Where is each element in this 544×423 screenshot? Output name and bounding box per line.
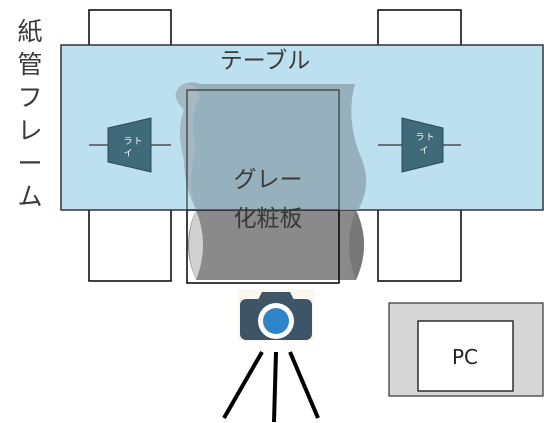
pc-label: PC (452, 345, 478, 369)
camera-icon (238, 289, 314, 341)
gray-board-upper (175, 82, 367, 210)
light-right: ラ イ ト (378, 117, 461, 173)
gray-board-curl-highlight (189, 210, 203, 280)
pc: PC (388, 302, 544, 397)
light-right-label-2: イ (419, 146, 428, 156)
light-left-label-3: ト (133, 137, 142, 147)
gray-board-lower (188, 210, 364, 280)
light-right-label-3: ト (425, 133, 434, 143)
light-left-label-2: イ (123, 149, 132, 159)
light-left-icon (107, 117, 152, 173)
tripod-icon (222, 351, 320, 423)
frame-label-char-1: 紙 (17, 17, 42, 46)
pc-screen (417, 320, 514, 392)
light-right-label-1: ラ (415, 132, 424, 143)
board-label-line1: グレー (234, 167, 303, 193)
light-right-icon (401, 117, 444, 173)
light-left-label-1: ラ (123, 136, 132, 147)
frame-label-char-2: 管 (17, 50, 42, 79)
gray-board-upper-outline (186, 89, 340, 211)
frame-label-char-4: レ (17, 116, 42, 145)
frame-label-char-3: フ (17, 83, 42, 112)
frame-label-char-5: ー (17, 149, 42, 178)
board-label-line2: 化粧板 (234, 206, 303, 232)
frame-label-char-6: ム (17, 182, 42, 211)
gray-board (186, 209, 364, 284)
gray-board-upper-highlight (175, 84, 200, 210)
gray-board-curl-shadow (349, 210, 364, 280)
table-label: テーブル (220, 48, 311, 74)
frame-label: 紙 管 フ レ ー ム (17, 17, 42, 211)
light-left: ラ イ ト (89, 117, 171, 173)
